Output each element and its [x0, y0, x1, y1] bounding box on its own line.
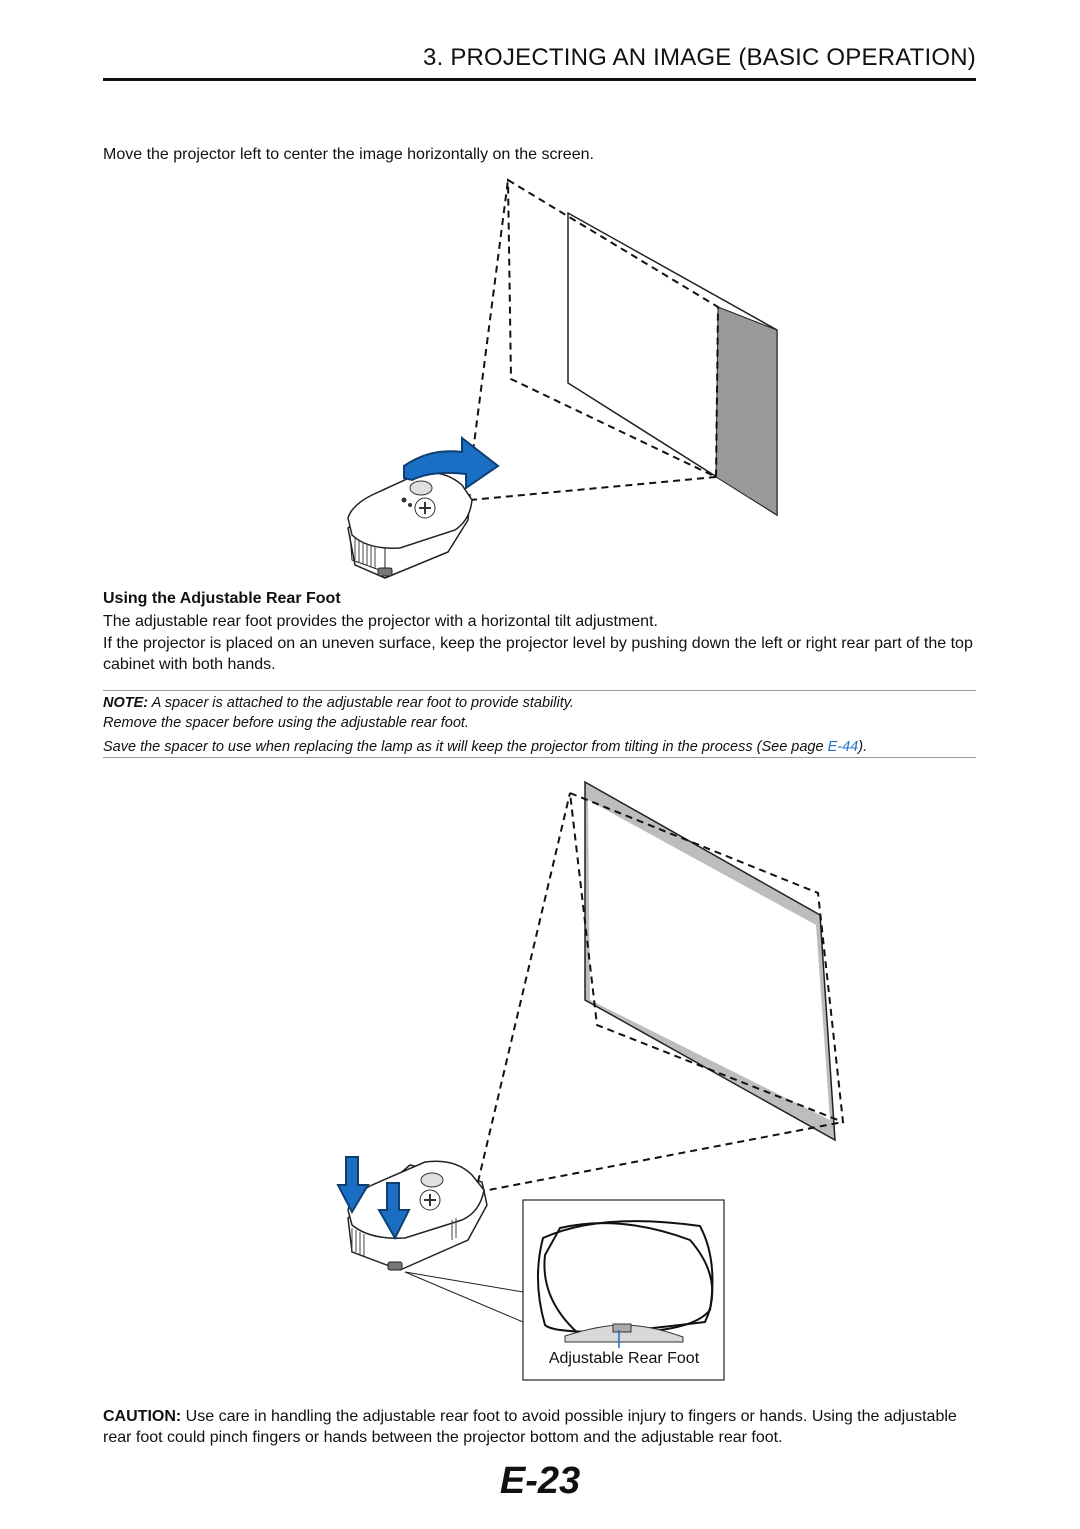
note-top-rule: [103, 690, 976, 691]
page-link-e44[interactable]: E-44: [827, 739, 859, 755]
section-header-title: 3. PROJECTING AN IMAGE (BASIC OPERATION): [423, 44, 976, 71]
note-line: Save the spacer to use when replacing th…: [103, 739, 868, 755]
figure-tilt-adjustment: [336, 780, 845, 1381]
projected-image-outline: [568, 791, 845, 1124]
push-down-arrow-icon: [377, 1182, 411, 1241]
intro-text: Move the projector left to center the im…: [103, 146, 594, 163]
projector-illustration: [347, 471, 473, 579]
rotate-left-arrow-icon: [403, 435, 500, 490]
header-rule: [103, 78, 976, 81]
inset-leader-line: [404, 1271, 524, 1293]
caution-label: CAUTION:: [103, 1408, 182, 1425]
inset-leader-line: [404, 1271, 524, 1323]
paragraph: If the projector is placed on an uneven …: [103, 635, 973, 673]
projection-ray: [477, 1121, 844, 1193]
note-line: NOTE: A spacer is attached to the adjust…: [103, 695, 574, 711]
projection-ray: [469, 476, 717, 501]
inset-caption: Adjustable Rear Foot: [548, 1350, 700, 1367]
screen-shadow-band: [715, 306, 778, 516]
projection-ray: [477, 792, 571, 1183]
page-number: E-23: [499, 1460, 581, 1502]
projected-image-outline: [506, 178, 720, 479]
note-line: Remove the spacer before using the adjus…: [103, 715, 469, 731]
caution-text: CAUTION: Use care in handling the adjust…: [103, 1408, 957, 1446]
projection-ray: [469, 179, 509, 476]
projection-screen-face: [588, 800, 830, 1120]
section-heading: Using the Adjustable Rear Foot: [103, 590, 341, 607]
note-label: NOTE:: [103, 695, 149, 711]
figure-horizontal-shift: [347, 178, 778, 579]
push-down-arrow-icon: [336, 1156, 370, 1215]
paragraph: The adjustable rear foot provides the pr…: [103, 613, 658, 630]
projector-illustration: [347, 1160, 488, 1271]
note-bottom-rule: [103, 757, 976, 758]
rear-foot-detail: [537, 1220, 714, 1348]
